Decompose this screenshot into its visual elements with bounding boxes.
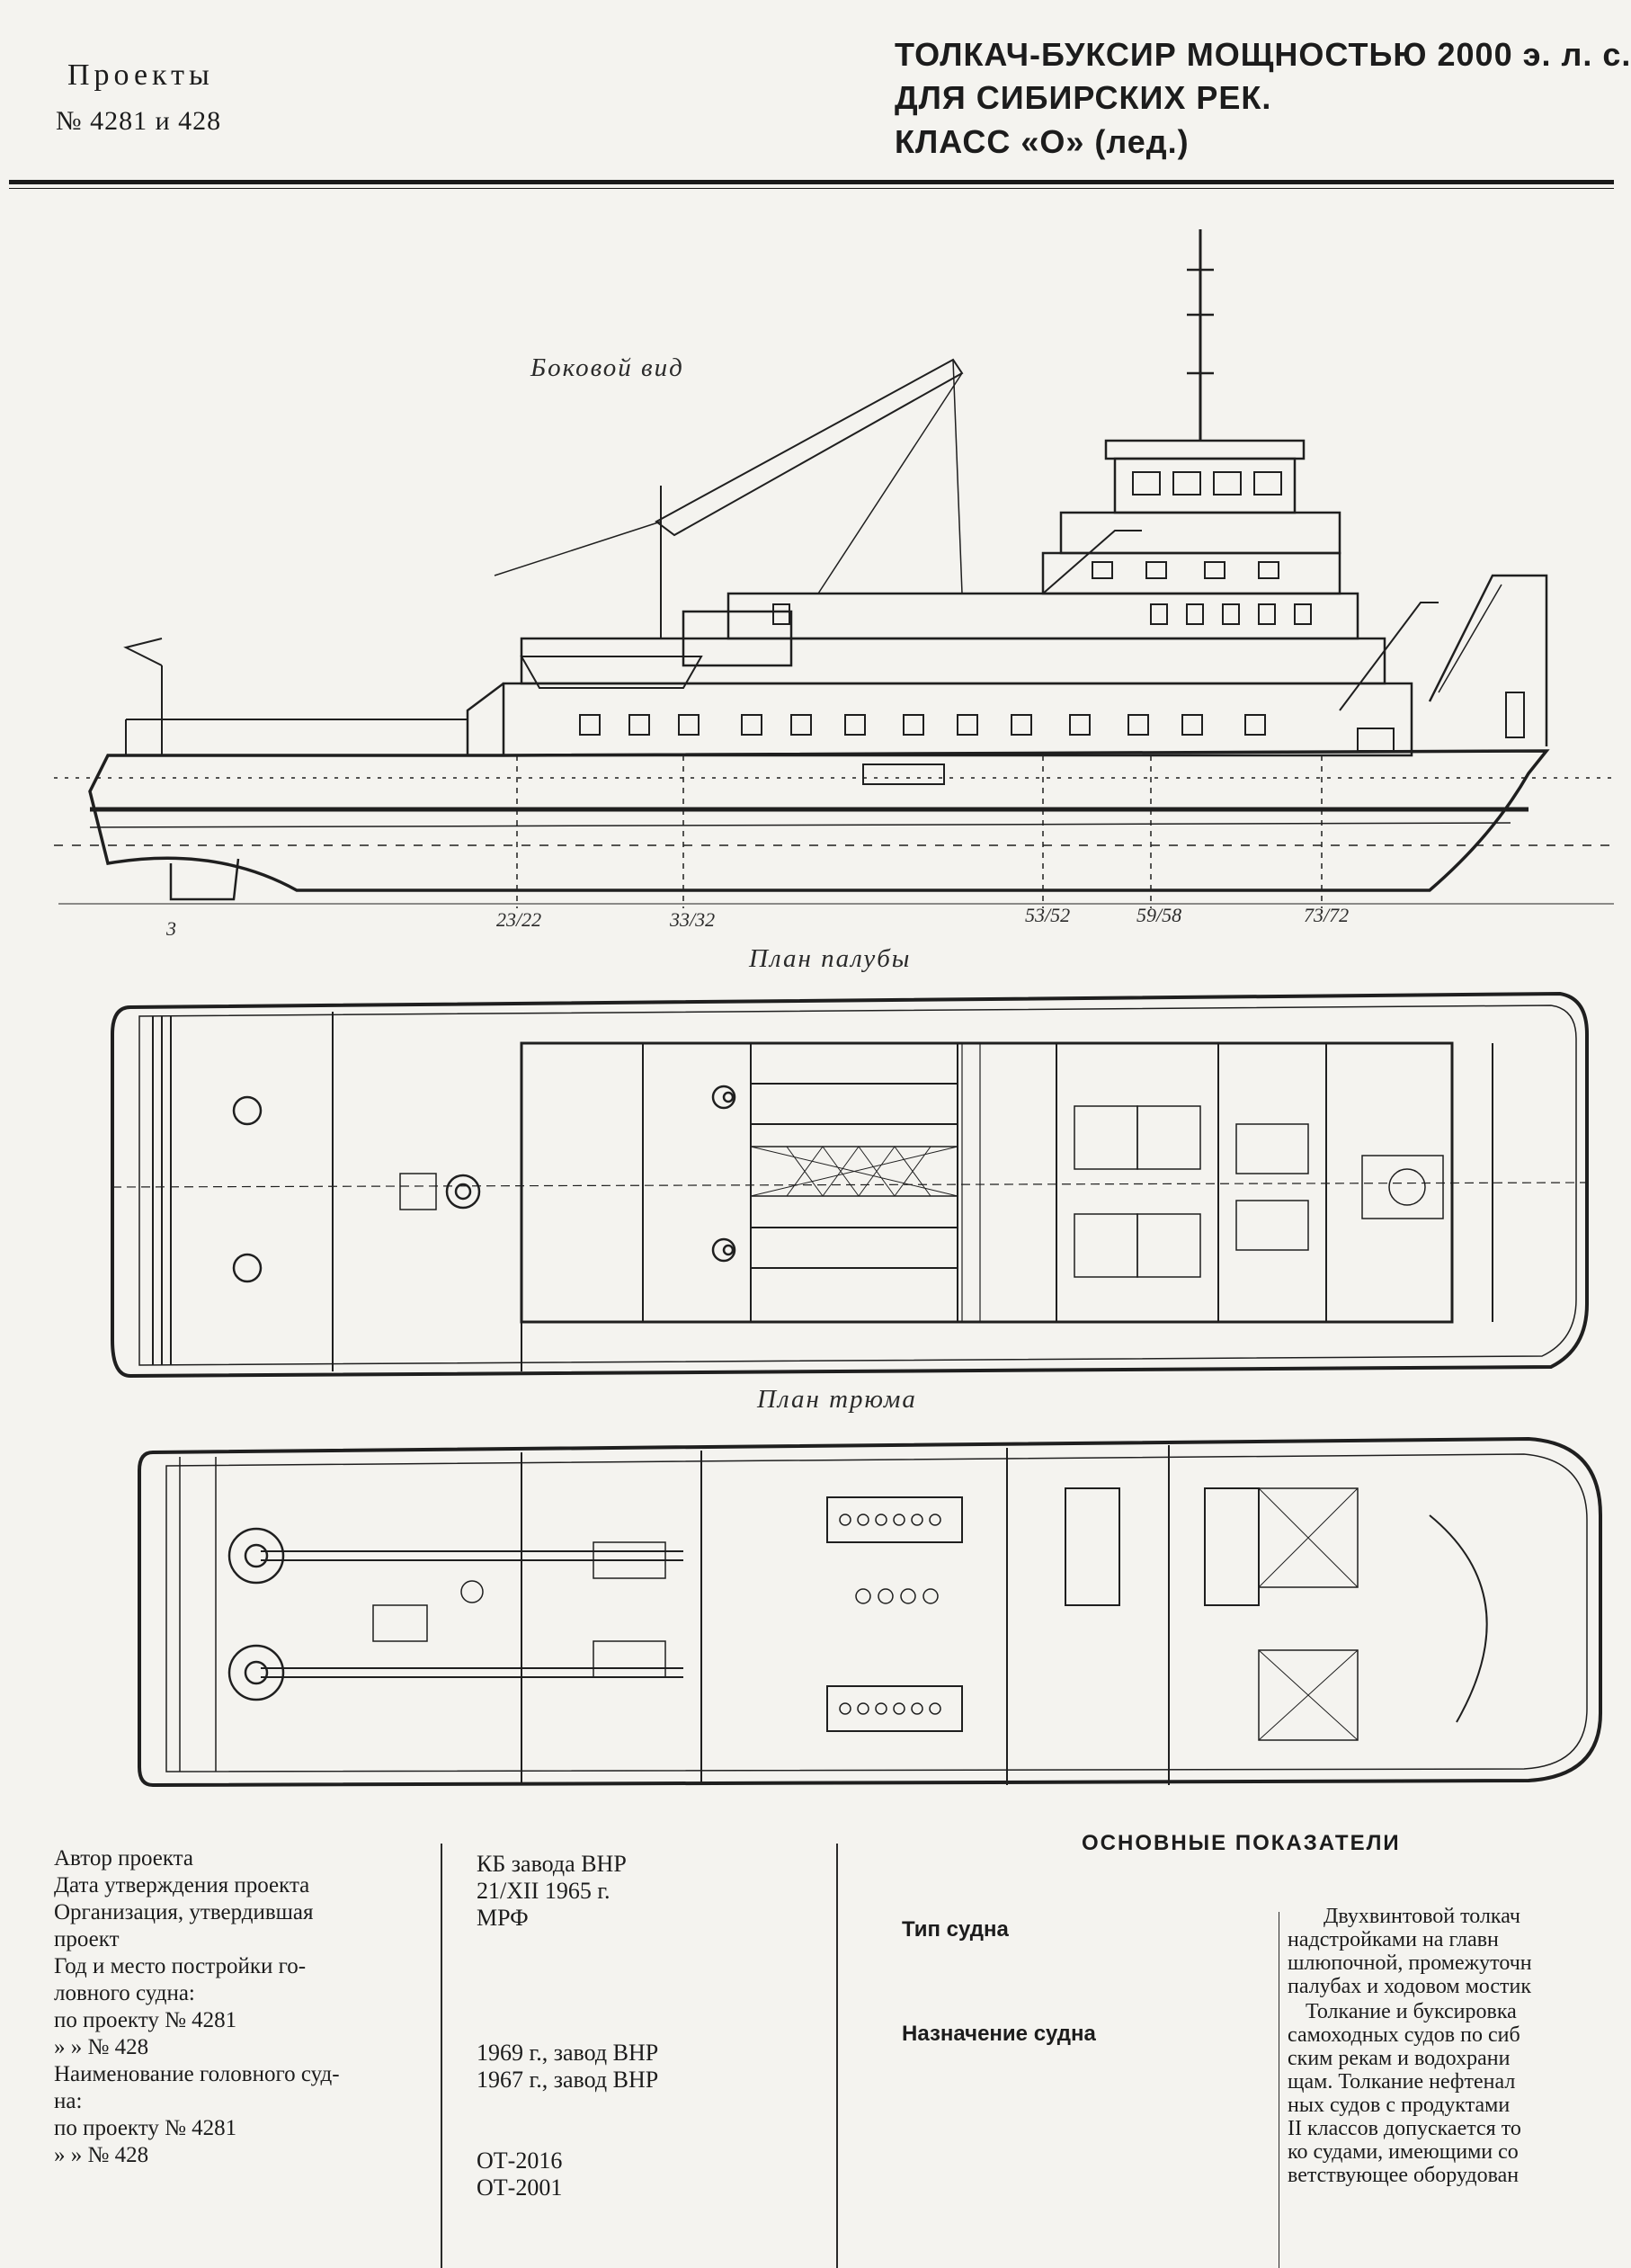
projects-label: Проекты: [67, 58, 214, 92]
title-line-2: ДЛЯ СИБИРСКИХ РЕК.: [895, 79, 1272, 116]
hold-plan-caption: План трюма: [757, 1385, 917, 1414]
project-info-labels: Автор проекта Дата утверждения проекта О…: [54, 1845, 423, 2169]
desc-line: палубах и ходовом мостик: [1288, 1975, 1532, 1998]
desc-line: самоходных судов по сиб: [1288, 2023, 1520, 2047]
info-label: на:: [54, 2089, 83, 2113]
info-value: ОТ-2016: [477, 2147, 563, 2174]
column-divider: [836, 1844, 838, 2268]
header-rule-thin: [9, 188, 1614, 189]
desc-line: Толкание и буксировка: [1306, 2000, 1517, 2023]
info-label: Автор проекта: [54, 1846, 194, 1871]
project-numbers: № 4281 и 428: [56, 106, 222, 136]
frame-mark-1: 23/22: [496, 908, 542, 931]
info-value: МРФ: [477, 1905, 529, 1931]
info-label: проект: [54, 1927, 120, 1951]
title-line-1: ТОЛКАЧ-БУКСИР МОЩНОСТЬЮ 2000 э. л. с.: [895, 36, 1631, 73]
desc-line: ных судов с продуктами: [1288, 2094, 1511, 2117]
info-value: КБ завода ВНР: [477, 1851, 627, 1877]
purpose-description: Толкание и буксировка самоходных судов п…: [1288, 2000, 1620, 2187]
info-value: ОТ-2001: [477, 2174, 563, 2201]
info-value: 1967 г., завод ВНР: [477, 2067, 659, 2093]
deck-plan-drawing: [111, 991, 1589, 1379]
info-label: » » № 428: [54, 2035, 149, 2059]
info-value: 1969 г., завод ВНР: [477, 2040, 659, 2066]
side-view-caption: Боковой вид: [530, 353, 684, 382]
info-label: » » № 428: [54, 2143, 149, 2167]
purpose-label: Назначение судна: [902, 2022, 1096, 2046]
title-line-3: КЛАСС «О» (лед.): [895, 123, 1190, 160]
side-view-drawing: [54, 229, 1614, 908]
desc-line: ветствующее оборудован: [1288, 2164, 1520, 2187]
desc-line: шлюпочной, промежуточн: [1288, 1951, 1532, 1975]
project-info-values: КБ завода ВНР 21/XII 1965 г. МРФ 1969 г.…: [477, 1851, 658, 2201]
info-label: по проекту № 4281: [54, 2008, 237, 2032]
desc-line: Двухвинтовой толкач: [1324, 1905, 1520, 1928]
frame-mark-4: 59/58: [1136, 904, 1182, 926]
info-label: Организация, утвердившая: [54, 1900, 314, 1924]
info-label: Год и место постройки го-: [54, 1954, 307, 1978]
info-label: по проекту № 4281: [54, 2116, 237, 2140]
frame-mark-3: 53/52: [1025, 904, 1071, 926]
header-rule: [9, 180, 1614, 184]
info-label: ловного судна:: [54, 1981, 195, 2005]
info-value: 21/XII 1965 г.: [477, 1878, 611, 1904]
deck-plan-caption: План палубы: [749, 944, 912, 973]
frame-mark-5: 73/72: [1304, 904, 1350, 926]
desc-line: ко судами, имеющими со: [1288, 2140, 1519, 2164]
desc-line: ским рекам и водохрани: [1288, 2047, 1511, 2070]
desc-line: II классов допускается то: [1288, 2117, 1521, 2140]
hold-plan-drawing: [138, 1436, 1602, 1788]
desc-line: надстройками на главн: [1288, 1928, 1499, 1951]
desc-line: щам. Толкание нефтенал: [1288, 2070, 1516, 2094]
info-label: Наименование головного суд-: [54, 2062, 340, 2086]
column-divider: [441, 1844, 442, 2268]
info-label: Дата утверждения проекта: [54, 1873, 310, 1897]
ship-type-label: Тип судна: [902, 1917, 1009, 1942]
main-indicators-title: ОСНОВНЫЕ ПОКАЗАТЕЛИ: [1082, 1831, 1401, 1855]
ship-type-description: Двухвинтовой толкач надстройками на глав…: [1288, 1905, 1620, 1998]
frame-mark-2: 33/32: [670, 908, 716, 931]
frame-mark-0: 3: [166, 917, 176, 940]
